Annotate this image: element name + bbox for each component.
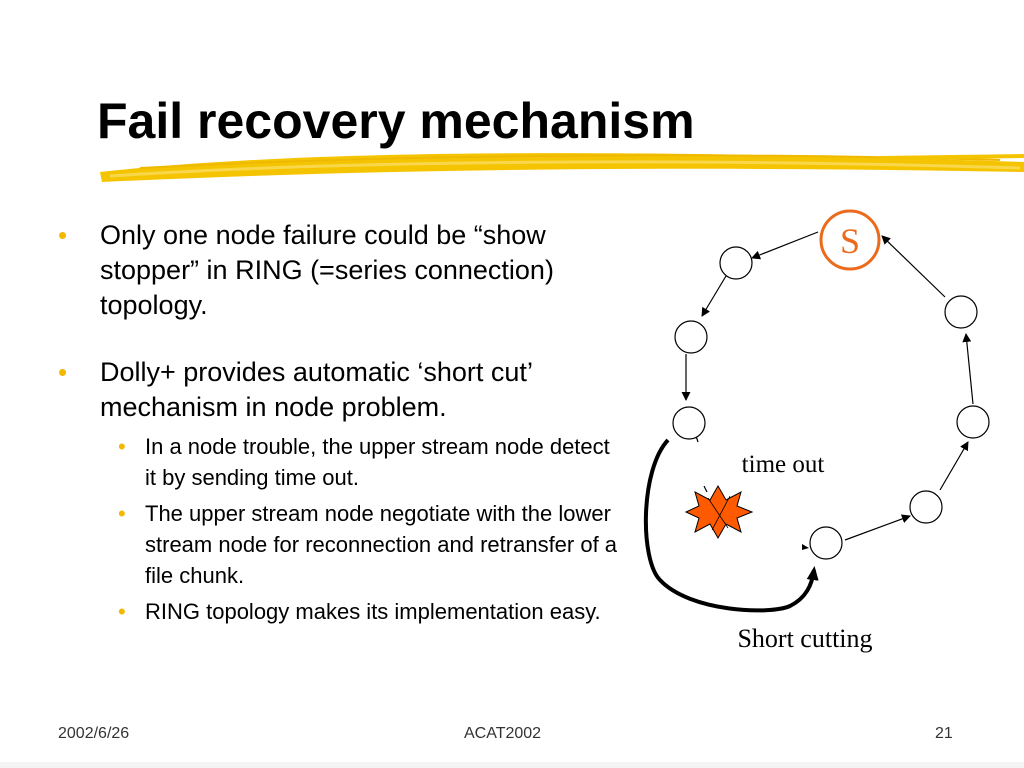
ring-node [944,295,978,329]
ring-link-arrow [939,441,969,491]
title-highlight-stroke [100,153,1024,182]
bullet-item: Only one node failure could be “show sto… [58,218,618,323]
bullet-text: Dolly+ provides automatic ‘short cut’ me… [100,357,532,422]
bullet-list: Only one node failure could be “show sto… [58,218,618,632]
broken-link-arrowhead [802,544,809,550]
bullet-item: Dolly+ provides automatic ‘short cut’ me… [58,355,618,627]
ring-node [909,490,943,524]
ring-link-arrow [751,231,819,260]
ring-link-arrow [844,514,911,541]
footer-divider [0,762,1024,768]
shortcut-label: Short cutting [737,624,872,653]
shortcut-bypass-arrow [643,438,819,613]
sub-bullet-text: The upper stream node negotiate with the… [145,501,618,588]
timeout-label: time out [742,451,825,478]
footer-date: 2002/6/26 [58,725,130,742]
sub-bullet-item: In a node trouble, the upper stream node… [100,431,618,493]
footer-page-number: 21 [935,725,953,742]
ring-link-arrow [701,275,727,317]
ring-node [956,405,990,439]
bullet-text: Only one node failure could be “show sto… [100,220,554,320]
ring-link-arrow [962,333,974,405]
sub-bullet-text: RING topology makes its implementation e… [145,599,601,624]
ring-node [672,406,706,440]
ring-node [674,320,708,354]
sub-bullet-item: The upper stream node negotiate with the… [100,498,618,591]
footer-conference: ACAT2002 [464,725,542,742]
sub-bullet-text: In a node trouble, the upper stream node… [145,434,610,490]
broken-link-mark [703,485,708,493]
failed-node-burst-line [711,495,731,531]
server-node [819,209,881,271]
ring-node [809,526,843,560]
sub-bullet-list: In a node trouble, the upper stream node… [100,431,618,627]
sub-bullet-item: RING topology makes its implementation e… [100,596,618,627]
failed-node-burst-icon [684,484,754,540]
failed-node-burst-line [707,497,729,529]
ring-link-arrow [881,235,946,298]
slide-title: Fail recovery mechanism [97,93,695,149]
server-node-label: S [840,221,860,261]
ring-node [719,246,753,280]
